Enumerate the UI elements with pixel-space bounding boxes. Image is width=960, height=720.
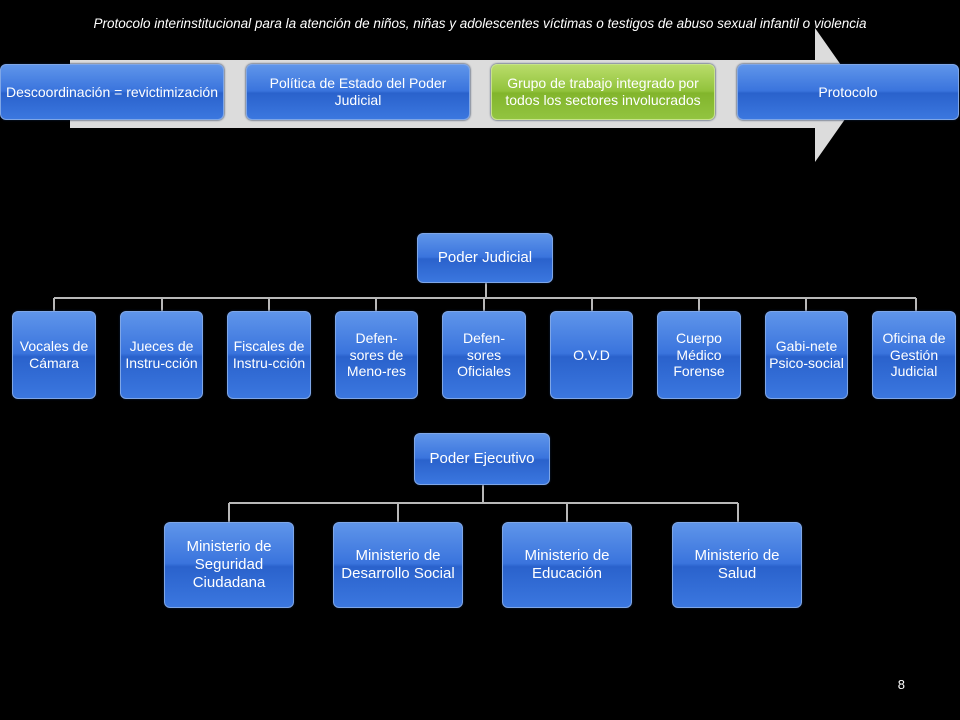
process-step-politica-estado: Política de Estado del Poder Judicial bbox=[246, 64, 470, 120]
pe-child-desarrollo-social: Ministerio de Desarrollo Social bbox=[333, 522, 463, 608]
pj-child-ovd: O.V.D bbox=[550, 311, 633, 399]
poder-ejecutivo-box: Poder Ejecutivo bbox=[414, 433, 550, 485]
pj-child-jueces-instruccion: Jueces de Instru-cción bbox=[120, 311, 203, 399]
pj-child-gabinete-psicosocial: Gabi-nete Psico-social bbox=[765, 311, 848, 399]
pe-child-seguridad-ciudadana: Ministerio de Seguridad Ciudadana bbox=[164, 522, 294, 608]
process-step-descoordinacion: Descoordinación = revictimización bbox=[0, 64, 224, 120]
pj-child-cuerpo-medico-forense: Cuerpo Médico Forense bbox=[657, 311, 741, 399]
pj-child-defensores-oficiales: Defen-sores Oficiales bbox=[442, 311, 526, 399]
pe-child-salud: Ministerio de Salud bbox=[672, 522, 802, 608]
pj-child-oficina-gestion-judicial: Oficina de Gestión Judicial bbox=[872, 311, 956, 399]
page-number: 8 bbox=[897, 677, 905, 692]
pj-child-fiscales-instruccion: Fiscales de Instru-cción bbox=[227, 311, 311, 399]
pj-child-defensores-menores: Defen-sores de Meno-res bbox=[335, 311, 418, 399]
process-step-grupo-trabajo: Grupo de trabajo integrado por todos los… bbox=[491, 64, 715, 120]
pe-child-educacion: Ministerio de Educación bbox=[502, 522, 632, 608]
process-step-protocolo: Protocolo bbox=[737, 64, 959, 120]
poder-judicial-box: Poder Judicial bbox=[417, 233, 553, 283]
header-title: Protocolo interinstitucional para la ate… bbox=[93, 16, 867, 31]
pj-child-vocales-camara: Vocales de Cámara bbox=[12, 311, 96, 399]
